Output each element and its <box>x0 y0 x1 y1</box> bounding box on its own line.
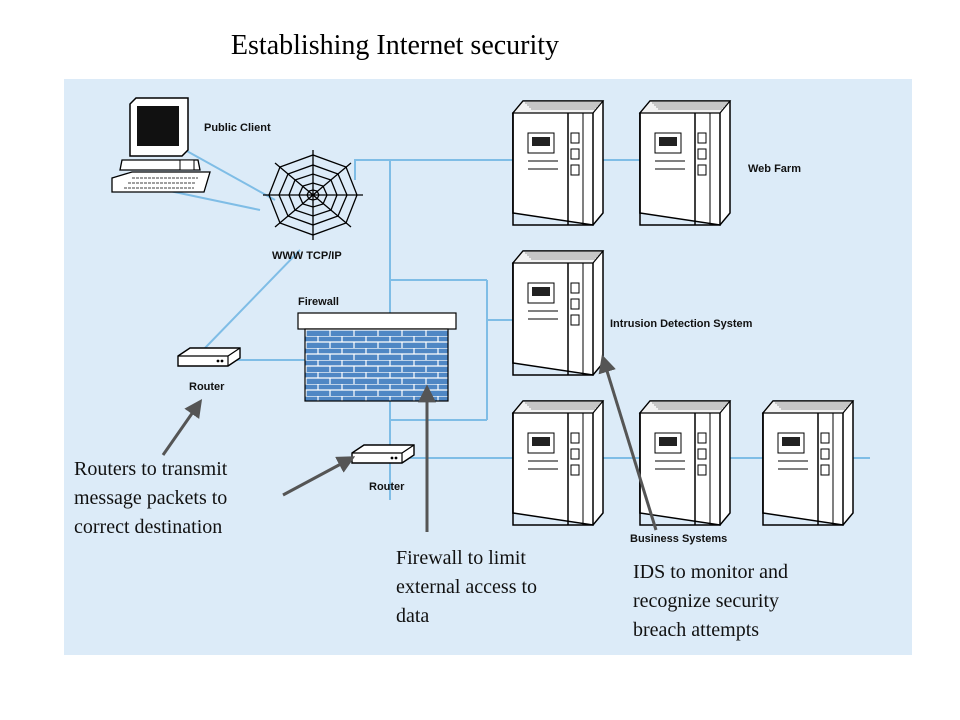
www-label: WWW TCP/IP <box>272 250 342 262</box>
web-server-1-icon <box>512 100 604 226</box>
router-top-label: Router <box>189 381 225 393</box>
routers-note-line-3: correct destination <box>74 516 223 538</box>
link-ids <box>486 280 515 321</box>
link-client-www <box>164 189 261 211</box>
router-arrow <box>161 399 203 456</box>
firewall-note-line-2: external access to <box>396 576 538 598</box>
firewall-icon <box>297 312 457 402</box>
firewall-note: Firewall to limit external access to dat… <box>396 544 537 631</box>
routers-note-line-1: Routers to transmit <box>74 458 228 480</box>
ids-note: IDS to monitor and recognize security br… <box>633 558 788 645</box>
public-client-computer-icon <box>111 97 211 193</box>
ids-note-line-2: recognize security <box>633 590 780 612</box>
ids-note-line-1: IDS to monitor and <box>633 561 788 583</box>
business-server-2-icon <box>639 400 731 526</box>
ids-arrow <box>598 354 658 531</box>
business-server-3-icon <box>762 400 854 526</box>
ids-label: Intrusion Detection System <box>610 318 753 330</box>
link-www-router <box>204 249 301 349</box>
link-webfarm-bus <box>354 159 650 180</box>
web-server-2-icon <box>639 100 731 226</box>
link-client-www-2 <box>184 149 276 201</box>
ids-note-line-3: breach attempts <box>633 619 760 641</box>
www-web-icon <box>263 150 363 240</box>
router-bottom-label: Router <box>369 481 405 493</box>
public-client-label: Public Client <box>204 122 271 134</box>
diagram-title: Establishing Internet security <box>230 30 560 61</box>
ids-server-icon <box>512 250 604 376</box>
web-farm-label: Web Farm <box>748 163 801 175</box>
firewall-label: Firewall <box>298 296 339 308</box>
firewall-note-line-1: Firewall to limit <box>396 547 526 569</box>
business-server-1-icon <box>512 400 604 526</box>
routers-note: Routers to transmit message packets to c… <box>74 455 227 542</box>
router-bottom-icon <box>351 444 415 464</box>
business-systems-label: Business Systems <box>630 533 727 545</box>
routers-note-line-2: message packets to <box>74 487 228 509</box>
firewall-note-line-3: data <box>396 605 430 627</box>
router-top-icon <box>177 347 241 367</box>
router-bottom-arrow <box>282 456 356 497</box>
